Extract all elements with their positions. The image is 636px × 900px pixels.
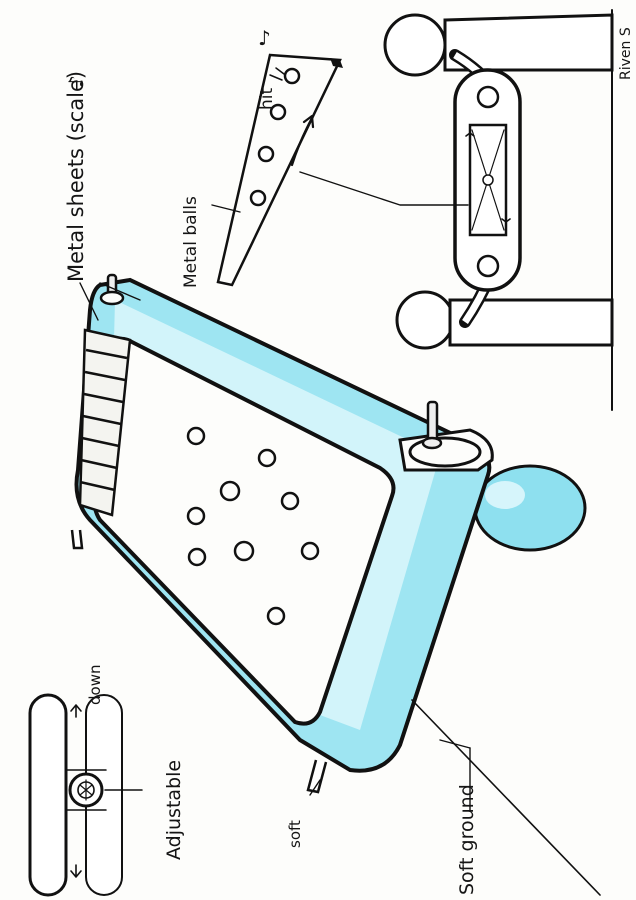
arrow-icon [501,211,511,223]
metal-ball [283,67,301,85]
metal-ball [280,491,300,511]
metal-ball [233,540,255,562]
metal-ball [269,103,287,121]
frame-foot [306,759,328,794]
metal-ball [249,189,267,207]
metal-balls-group [186,426,320,626]
base-rail [28,693,68,897]
label-soft-ground: Soft ground [456,784,478,895]
seat-pad [473,464,587,552]
top-view-detail [299,9,614,411]
arrow-icon [465,132,475,141]
frame-foot [70,529,84,550]
player-body [443,13,614,72]
player-head [383,13,447,77]
metal-ball [257,448,277,468]
metal-ball [219,480,241,502]
arrow-icon [290,114,315,167]
label-down: down [86,665,104,705]
arrow-icon [70,704,82,718]
arrow-icon [70,864,82,878]
player-body [448,298,614,347]
metal-sheets [78,328,132,517]
metal-ball [186,506,206,526]
metal-ball [187,547,207,567]
label-leaders [79,204,471,811]
tuning-pegs [99,273,443,450]
label-hit: hit [257,88,277,110]
adjustable-base-detail [28,693,143,897]
metal-ball [266,606,286,626]
label-metal-balls: Metal balls [181,196,201,288]
label-soft: soft [286,820,304,848]
metal-ball [300,541,320,561]
label-metal-sheets: Metal sheets (scale) [64,71,88,282]
player-head [395,290,455,350]
signature: Riven S [618,27,634,80]
metal-ball [257,145,275,163]
music-note-icon: ♪ [64,75,88,88]
instrument-drawing [70,273,601,896]
metal-ball [186,426,206,446]
label-adjustable: Adjustable [163,760,185,860]
ground-line [411,699,601,896]
music-note-icon: ♪ [258,26,271,50]
mallet-detail: ♪ [216,26,343,287]
